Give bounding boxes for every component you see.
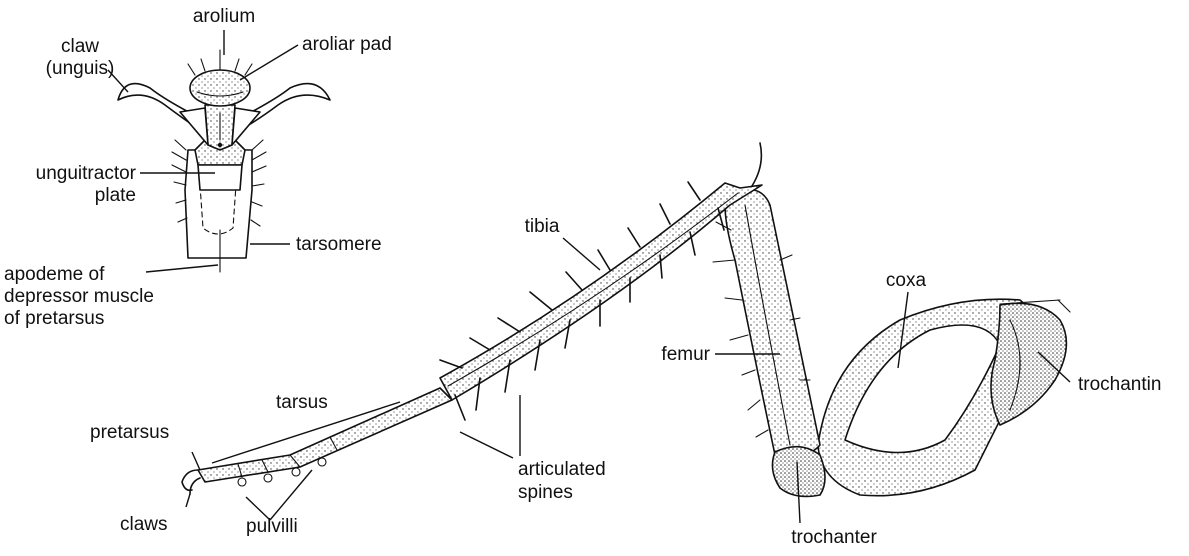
label-apodeme-1: apodeme of: [4, 264, 105, 285]
trochanter-shape: [771, 445, 826, 498]
label-unguitractor: unguitractor: [36, 163, 137, 184]
label-spines: spines: [518, 482, 573, 503]
label-tarsus: tarsus: [276, 392, 328, 413]
tibia-spines: [439, 181, 725, 421]
claw-shape-right: [239, 82, 331, 131]
apodeme-dashed-outline: [199, 184, 237, 235]
label-femur: femur: [661, 344, 710, 365]
labels: arolium claw (unguis) aroliar pad unguit…: [4, 6, 1161, 548]
detail-leader-lines: [107, 30, 299, 273]
label-pretarsus: pretarsus: [90, 422, 169, 443]
label-arolium: arolium: [193, 6, 255, 27]
tarsomere-setae: [171, 139, 267, 227]
claws-shape: [181, 469, 201, 495]
label-trochanter: trochanter: [791, 527, 877, 548]
claw-shape: [117, 82, 201, 131]
pretarsus-detail-drawing: [117, 49, 331, 273]
aroliar-pad-shape: [189, 69, 251, 107]
label-trochantin: trochantin: [1078, 374, 1161, 395]
label-unguitractor-plate: plate: [95, 185, 136, 206]
leg-drawing: [181, 142, 1071, 498]
label-tarsomere: tarsomere: [296, 234, 382, 255]
tibia-apical-spur: [751, 142, 763, 187]
pulvilli-shapes: [237, 457, 327, 487]
label-unguis: (unguis): [46, 58, 115, 79]
label-aroliar-pad: aroliar pad: [302, 34, 392, 55]
trochantin-shape: [990, 302, 1068, 426]
label-articulated: articulated: [518, 459, 606, 480]
label-apodeme-3: of pretarsus: [4, 308, 104, 329]
arolium-setae: [187, 49, 253, 76]
label-tibia: tibia: [525, 216, 560, 237]
tarsus-segment-lines: [237, 436, 338, 478]
label-pulvilli: pulvilli: [246, 516, 298, 537]
label-apodeme-2: depressor muscle: [4, 286, 154, 307]
label-coxa: coxa: [886, 270, 927, 291]
leg-leader-lines: [185, 237, 1071, 524]
label-claw: claw: [61, 36, 99, 57]
femur-shape: [724, 188, 821, 458]
label-claws: claws: [120, 514, 168, 535]
